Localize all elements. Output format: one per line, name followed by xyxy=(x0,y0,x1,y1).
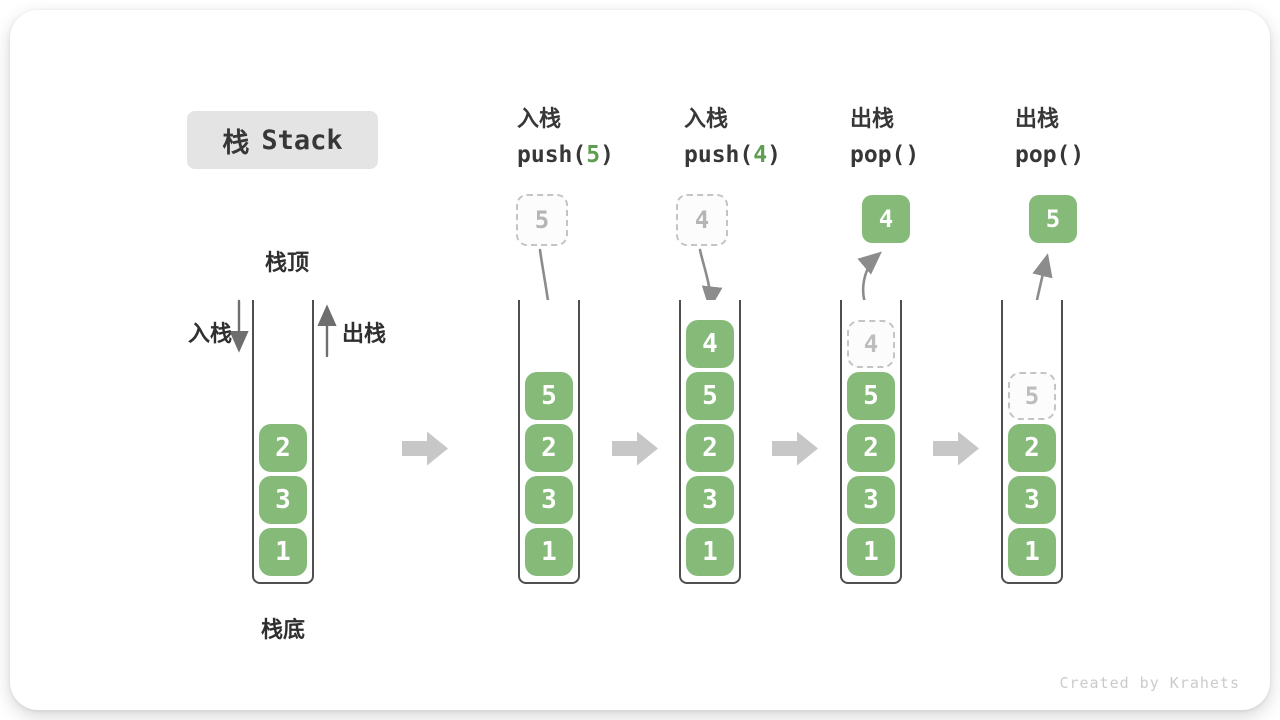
op-header-push5: 入栈 push(5) xyxy=(517,107,614,169)
stack-top-label: 栈顶 xyxy=(264,251,309,276)
op-zh-label: 出栈 xyxy=(850,107,895,132)
stack-cell: 1 xyxy=(686,528,734,576)
stack-cell: 1 xyxy=(525,528,573,576)
stack-cell-dashed: 4 xyxy=(847,320,895,368)
stack-cell: 1 xyxy=(259,528,307,576)
stack-cell: 3 xyxy=(525,476,573,524)
stack-cell: 4 xyxy=(686,320,734,368)
stack-cell: 2 xyxy=(525,424,573,472)
stack-cell: 2 xyxy=(686,424,734,472)
stack-cell: 3 xyxy=(686,476,734,524)
stack-cell: 3 xyxy=(1008,476,1056,524)
op-zh-label: 入栈 xyxy=(517,107,562,132)
stack-cell: 5 xyxy=(686,372,734,420)
stack-cell: 2 xyxy=(1008,424,1056,472)
op-arg: 5 xyxy=(586,142,601,168)
stack-cell: 2 xyxy=(847,424,895,472)
op-code-label: pop() xyxy=(850,142,920,168)
stack-cell: 3 xyxy=(259,476,307,524)
op-code-label: push(5) xyxy=(517,142,614,168)
op-header-push4: 入栈 push(4) xyxy=(684,107,781,169)
stack-cell: 1 xyxy=(1008,528,1056,576)
op-header-pop1: 出栈 pop() xyxy=(850,107,919,169)
stack-cell: 2 xyxy=(259,424,307,472)
floating-value-box-popped5: 5 xyxy=(1029,195,1077,243)
op-code-label: push(4) xyxy=(684,142,781,168)
pop-label: 出栈 xyxy=(342,322,387,347)
op-zh-label: 入栈 xyxy=(684,107,729,132)
push-label: 入栈 xyxy=(187,322,232,347)
title-en: Stack xyxy=(261,124,343,156)
stack-bottom-label: 栈底 xyxy=(260,618,305,643)
floating-value-box-push4: 4 xyxy=(676,194,728,246)
stack-cell-dashed: 5 xyxy=(1008,372,1056,420)
floating-value-box-popped4: 4 xyxy=(862,195,910,243)
stack-cell: 5 xyxy=(847,372,895,420)
floating-value-box-push5: 5 xyxy=(516,194,568,246)
op-arg: 4 xyxy=(753,142,768,168)
stack-cell: 5 xyxy=(525,372,573,420)
title-zh: 栈 xyxy=(222,127,250,159)
title-chip: 栈 Stack xyxy=(187,111,378,169)
op-code-label: pop() xyxy=(1015,142,1085,168)
stack-cell: 1 xyxy=(847,528,895,576)
op-zh-label: 出栈 xyxy=(1015,107,1060,132)
watermark: Created by Krahets xyxy=(1059,674,1240,692)
stack-cell: 3 xyxy=(847,476,895,524)
op-header-pop2: 出栈 pop() xyxy=(1015,107,1084,169)
